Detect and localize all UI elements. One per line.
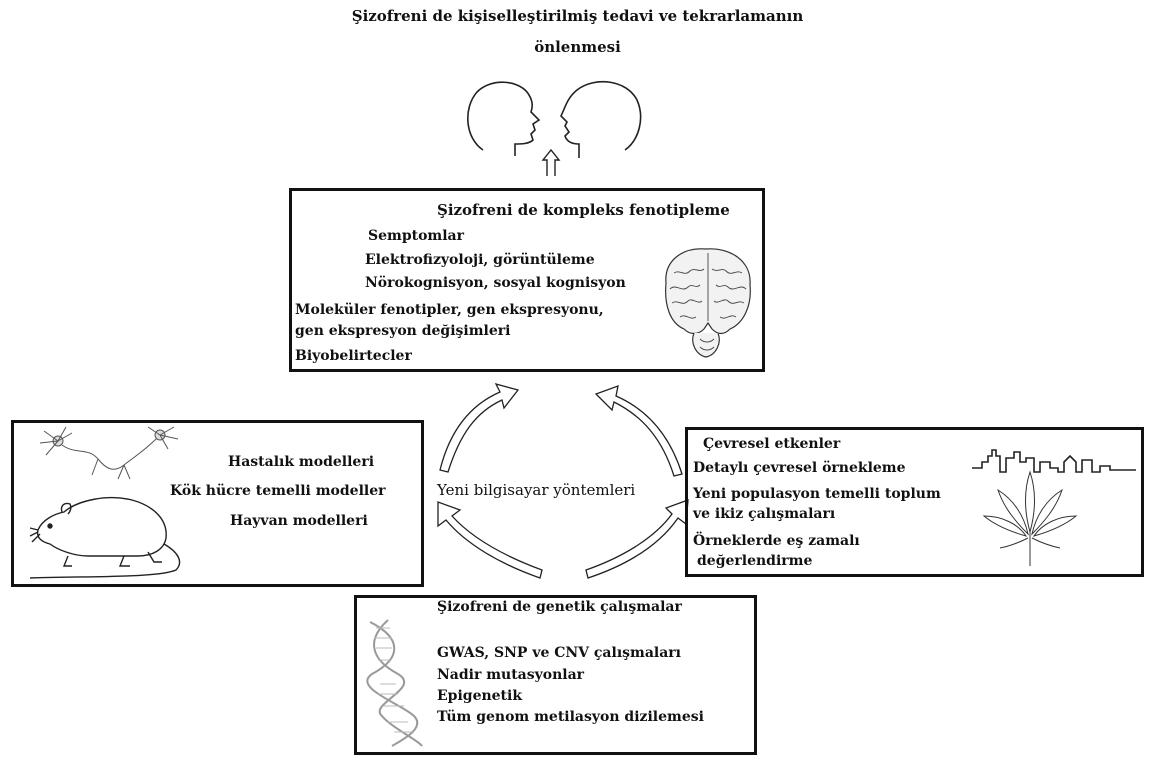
phenotyping-item: gen ekspresyon değişimleri: [295, 323, 510, 339]
genetics-item: Epigenetik: [437, 688, 522, 704]
environment-item: Detaylı çevresel örnekleme: [693, 460, 906, 476]
phenotyping-item: Biyobelirtecler: [295, 348, 412, 364]
environment-item: Örneklerde eş zamalı: [693, 533, 860, 549]
cycle-arrows: [420, 380, 700, 590]
arrow-icon: [438, 502, 542, 578]
genetics-item: Nadir mutasyonlar: [437, 667, 584, 683]
arrow-icon: [586, 500, 688, 578]
brain-icon: [660, 243, 756, 363]
diagram-title-line2: önlenmesi: [0, 38, 1155, 56]
phenotyping-item: Moleküler fenotipler, gen ekspresyonu,: [295, 302, 604, 318]
environment-heading: Çevresel etkenler: [703, 436, 840, 452]
genetics-item: GWAS, SNP ve CNV çalışmaları: [437, 645, 681, 661]
arrow-icon: [440, 384, 518, 472]
models-item: Kök hücre temelli modeller: [170, 483, 386, 499]
genetics-item: Tüm genom metilasyon dizilemesi: [437, 709, 704, 725]
phenotyping-item: Nörokognisyon, sosyal kognisyon: [365, 275, 626, 291]
phenotyping-item: Elektrofizyoloji, görüntüleme: [365, 252, 595, 268]
dna-helix-icon: [362, 618, 432, 750]
neuron-icon: [36, 425, 186, 485]
environment-item: değerlendirme: [697, 553, 812, 569]
rat-icon: [28, 490, 198, 580]
arrow-icon: [596, 386, 682, 476]
two-heads-icon: [455, 78, 655, 178]
environment-item: ve ikiz çalışmaları: [693, 506, 835, 522]
cannabis-leaf-icon: [980, 470, 1080, 570]
phenotyping-heading: Şizofreni de kompleks fenotipleme: [437, 201, 730, 219]
phenotyping-item: Semptomlar: [368, 228, 464, 244]
models-item: Hastalık modelleri: [228, 454, 374, 470]
diagram-title-line1: Şizofreni de kişiselleştirilmiş tedavi v…: [0, 7, 1155, 25]
models-item: Hayvan modelleri: [230, 513, 368, 529]
genetics-heading: Şizofreni de genetik çalışmalar: [437, 599, 682, 615]
environment-item: Yeni populasyon temelli toplum: [693, 486, 941, 502]
